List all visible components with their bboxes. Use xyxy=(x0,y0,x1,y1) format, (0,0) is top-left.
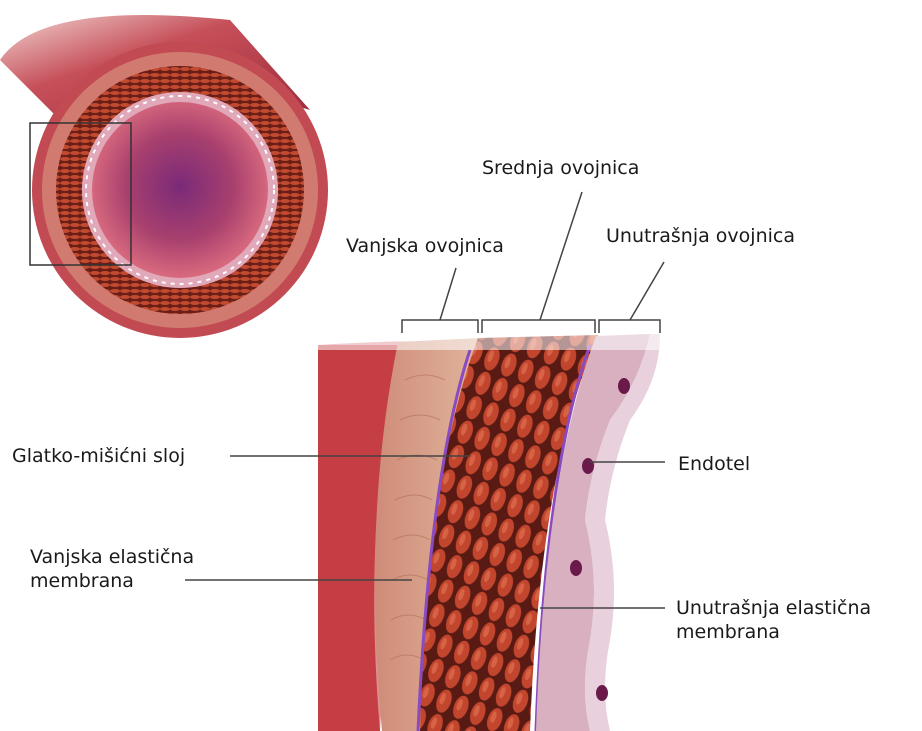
label-glatko-misicni-sloj: Glatko-mišićni sloj xyxy=(12,444,185,468)
leader-unutarnja xyxy=(630,262,664,320)
label-line: membrana xyxy=(30,569,194,593)
lumen xyxy=(92,102,268,278)
endothelial-nucleus xyxy=(596,685,608,701)
enlarged-wall-section xyxy=(310,320,670,731)
label-line: membrana xyxy=(676,620,871,644)
label-srednja-ovojnica: Srednja ovojnica xyxy=(482,156,639,180)
label-vanjska-elasticna-membrana: Vanjska elastična membrana xyxy=(30,545,194,593)
label-line: Vanjska elastična xyxy=(30,545,194,569)
label-vanjska-ovojnica: Vanjska ovojnica xyxy=(346,234,504,258)
endothelial-nucleus xyxy=(582,458,594,474)
label-endotel: Endotel xyxy=(678,452,750,476)
label-line: Unutrašnja elastična xyxy=(676,596,871,620)
label-unutarnja-elasticna-membrana: Unutrašnja elastična membrana xyxy=(676,596,871,644)
leader-vanjska xyxy=(440,268,456,320)
endothelial-nucleus xyxy=(618,378,630,394)
cross-section-illustration xyxy=(0,15,328,338)
label-unutarnja-ovojnica: Unutrašnja ovojnica xyxy=(606,224,795,248)
leader-srednja xyxy=(540,192,582,320)
endothelial-nucleus xyxy=(570,560,582,576)
